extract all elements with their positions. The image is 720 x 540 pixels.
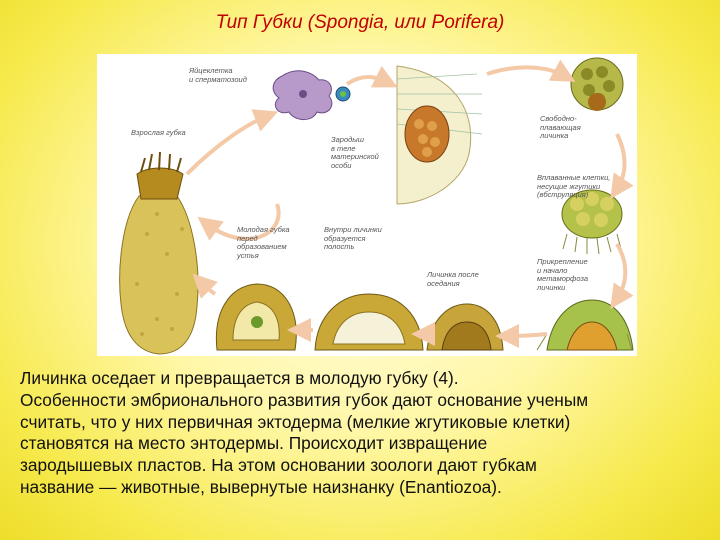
settled-larva-drawing [427, 304, 503, 350]
body-line: зародышевых пластов. На этом основании з… [20, 455, 708, 477]
slide-title: Тип Губки (Spongia, или Porifera) [0, 12, 720, 34]
life-cycle-illustration [97, 54, 637, 356]
body-text: Личинка оседает и превращается в молодую… [20, 368, 708, 499]
label-free-larva: Свободно- плавающая личинка [540, 115, 581, 141]
label-inversion: Вплаванные клетки, несущие жгутики (вбст… [537, 174, 610, 200]
inverting-larva-drawing [562, 190, 622, 254]
body-line: становятся на место энтодермы. Происходи… [20, 433, 708, 455]
attaching-larva-drawing [537, 300, 633, 350]
adult-sponge-drawing [120, 152, 198, 354]
sponge-life-cycle-figure: Яйцеклетка и сперматозоид Взрослая губка… [97, 54, 637, 356]
label-embryo: Зародыш в теле материнской особи [331, 136, 379, 170]
label-egg-sperm: Яйцеклетка и сперматозоид [189, 67, 247, 84]
label-young-sponge: Молодая губка перед образованием устья [237, 226, 290, 260]
egg-cell-drawing [273, 71, 350, 120]
label-adult-sponge: Взрослая губка [131, 129, 186, 138]
embryo-drawing [397, 66, 482, 204]
body-line: считать, что у них первичная эктодерма (… [20, 412, 708, 434]
free-larva-drawing [571, 58, 623, 111]
body-line: Личинка оседает и превращается в молодую… [20, 368, 708, 390]
cavity-larva-drawing [315, 294, 423, 350]
label-cavity: Внутри личинки образуется полость [324, 226, 382, 252]
body-line: Особенности эмбрионального развития губо… [20, 390, 708, 412]
young-sponge-drawing [216, 284, 296, 350]
label-settled-larva: Личинка после оседания [427, 271, 479, 288]
body-line: название — животные, вывернутые наизнанк… [20, 477, 708, 499]
label-attachment: Прикрепление и начало метаморфоза личинк… [537, 258, 588, 292]
